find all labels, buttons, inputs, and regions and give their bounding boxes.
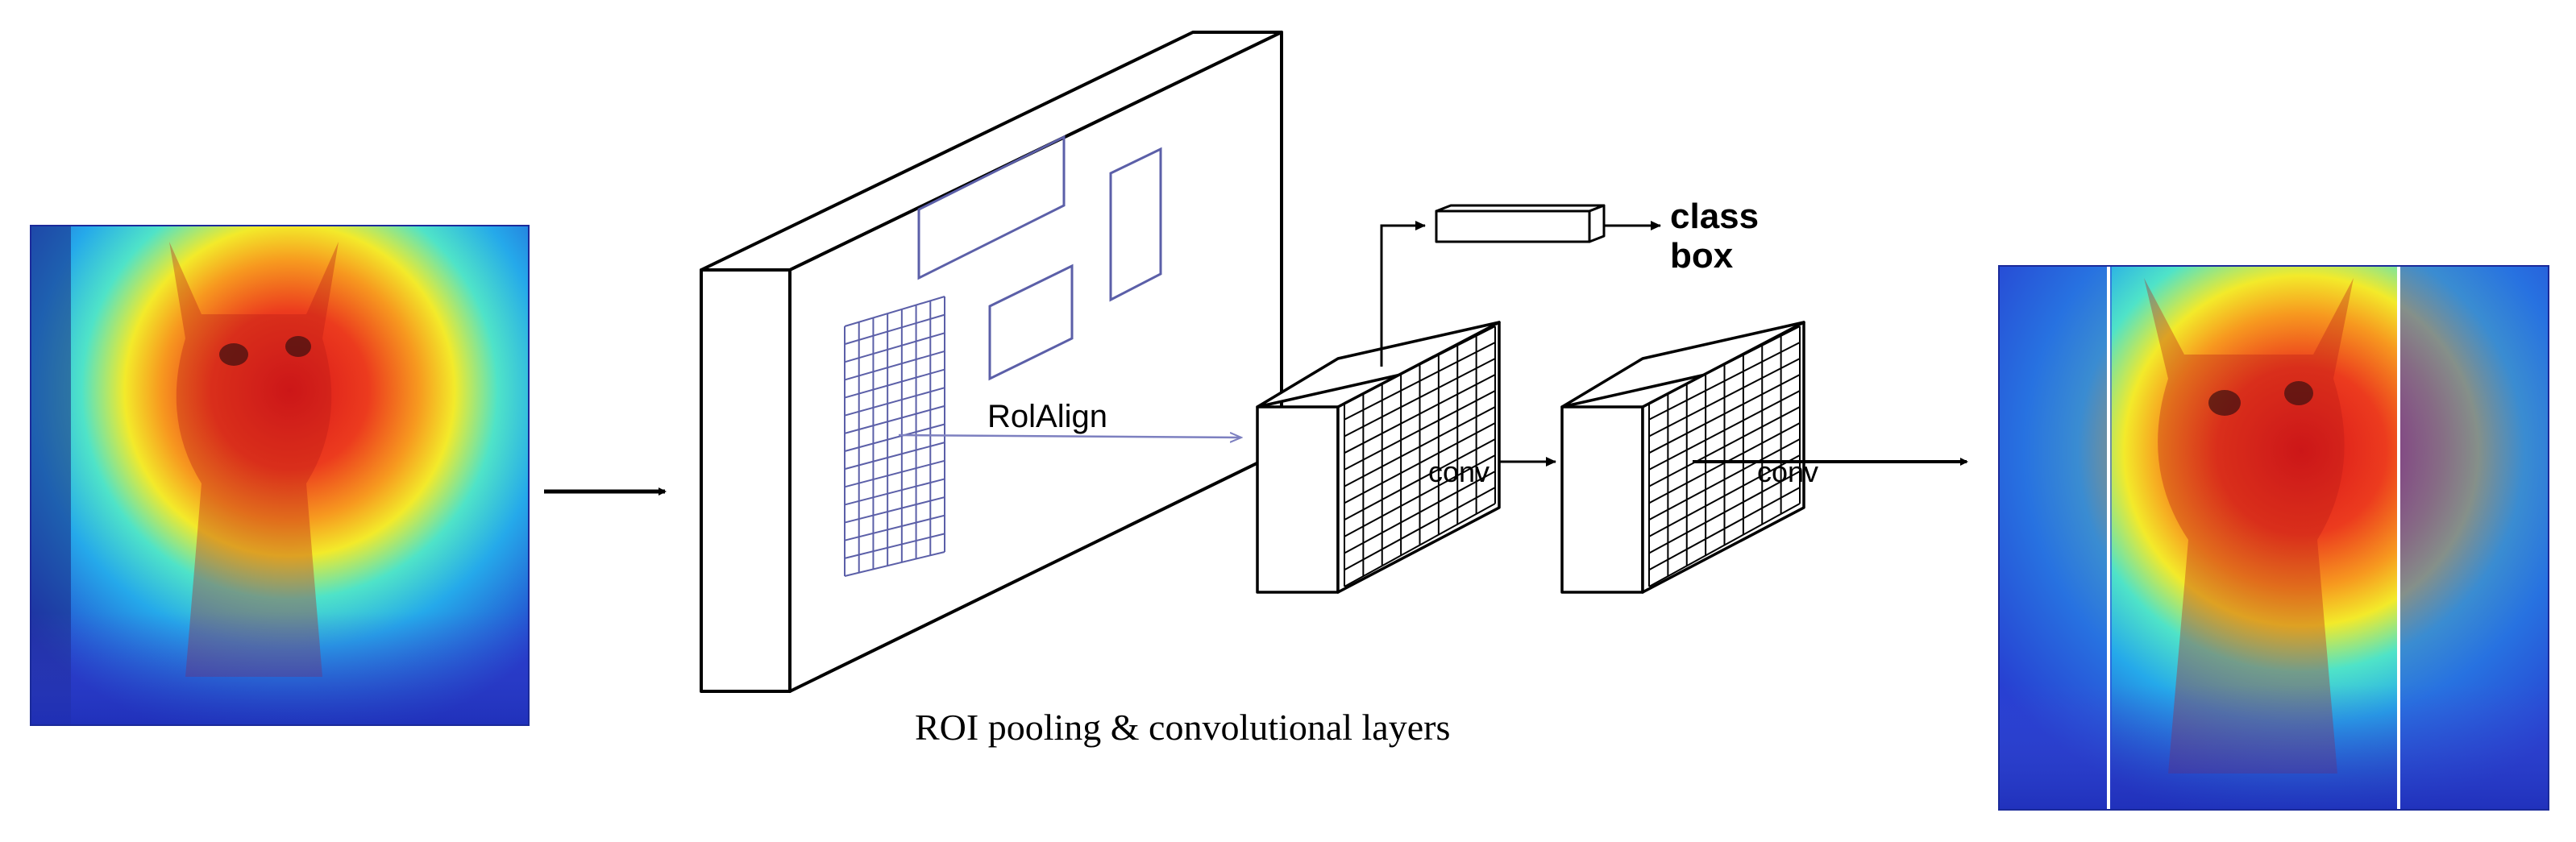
- roi-box-2: [1109, 147, 1162, 302]
- conv-block-2: [1560, 321, 1805, 594]
- branch-arrow-up: [1380, 221, 1426, 367]
- roialign-arrow: [898, 435, 1241, 438]
- conv-block-2-grid: [1648, 326, 1801, 587]
- class-label: class: [1670, 197, 1759, 236]
- conv-block-1: [1256, 321, 1501, 594]
- conv-label-1: conv: [1428, 455, 1490, 488]
- roi-box-3: [988, 263, 1074, 381]
- caption: ROI pooling & convolutional layers: [915, 707, 1450, 748]
- feature-map-slab: [700, 31, 1283, 693]
- output-cat-image: [1998, 265, 2549, 811]
- fc-layer: [1435, 204, 1606, 243]
- box-label: box: [1670, 236, 1734, 276]
- roi-box-1: [917, 135, 1066, 280]
- input-cat-image: [30, 225, 530, 726]
- roialign-label: RolAlign: [987, 399, 1107, 434]
- conv-block-1-grid: [1344, 326, 1496, 587]
- roi-boxes: [917, 135, 1162, 381]
